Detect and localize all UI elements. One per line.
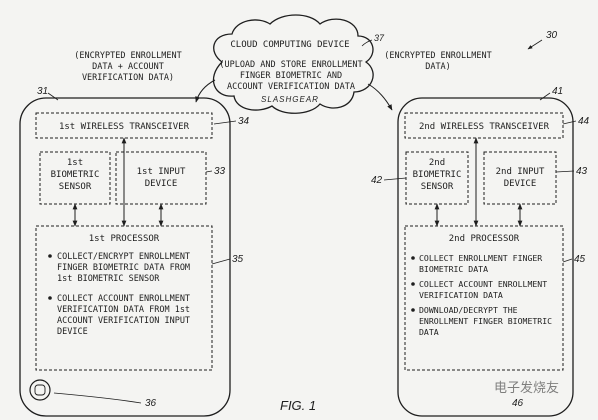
first-bullet-2-line-1: COLLECT ACCOUNT ENROLLMENT [57,294,190,304]
second-sensor-line-3: SENSOR [421,182,454,192]
second-bullet-3 [411,308,415,312]
second-sensor-line-1: 2nd [429,158,445,168]
first-sensor-line-3: SENSOR [59,182,92,192]
cloud-function-line-3: ACCOUNT VERIFICATION DATA [227,82,355,92]
first-device-leader [47,92,59,101]
right-flow-line-2: DATA) [425,62,451,72]
first-bullet-1-line-3: 1st BIOMETRIC SENSOR [57,274,160,284]
first-home-leader [53,392,142,404]
first-home-button [29,379,51,401]
first-input-line-2: DEVICE [145,179,178,189]
cloud-leader-line [361,39,373,47]
first-sensor-line-1: 1st [67,158,83,168]
second-bullet-3-line-3: DATA [419,327,439,337]
second-bullet-2 [411,282,415,286]
right-flow-label: (ENCRYPTED ENROLLMENT DATA) [384,51,491,72]
watermark-slashgear: SLASHGEAR [261,95,319,104]
left-flow-line-2: DATA + ACCOUNT [92,62,164,72]
second-device: 41 2nd WIRELESS TRANSCEIVER 44 2nd BIOME… [371,86,590,417]
first-sensor-line-2: BIOMETRIC [51,170,100,180]
second-processor-ref: 45 [574,254,586,265]
figure-label: FIG. 1 [280,398,316,413]
first-input-line-1: 1st INPUT [137,167,186,177]
second-transceiver-box [404,112,564,139]
second-device-outline [397,97,574,417]
cloud-function-line-1: (UPLOAD AND STORE ENROLLMENT [219,60,362,70]
first-bullet-2 [48,296,52,300]
system-ref-leader [527,39,543,50]
second-bullet-3-line-2: ENROLLMENT FINGER BIOMETRIC [419,316,552,326]
cloud-function-line-2: FINGER BIOMETRIC AND [240,71,342,81]
first-transceiver-box [35,112,213,139]
first-home-button-inner [34,384,46,396]
left-flow-line-1: (ENCRYPTED ENROLLMENT [74,51,181,61]
second-sensor-line-2: BIOMETRIC [413,170,462,180]
second-processor-leader [562,258,573,263]
second-input-leader [555,170,575,173]
second-bullet-3-line-1: DOWNLOAD/DECRYPT THE [419,305,518,315]
cloud-shape [212,14,374,114]
right-flow-line-1: (ENCRYPTED ENROLLMENT [384,51,491,61]
first-bullet-1 [48,254,52,258]
second-bullet-2-line-2: VERIFICATION DATA [419,290,503,300]
first-transceiver-leader [213,120,237,125]
watermark-cn: 电子发烧友 [494,380,559,395]
first-home-ref: 36 [145,398,157,409]
second-input-line-1: 2nd INPUT [496,167,545,177]
second-processor-title: 2nd PROCESSOR [449,234,520,244]
first-processor-title: 1st PROCESSOR [89,234,160,244]
first-transceiver-label: 1st WIRELESS TRANSCEIVER [59,122,190,132]
second-input-ref: 43 [576,166,588,177]
second-transceiver-ref: 44 [578,116,590,127]
second-input-box [483,151,557,205]
first-processor-leader [211,258,231,265]
first-device-ref: 31 [37,86,48,97]
second-transceiver-leader [562,120,577,125]
second-bullet-2-line-1: COLLECT ACCOUNT ENROLLMENT [419,279,547,289]
first-processor-ref: 35 [232,254,244,265]
upload-arrow [195,79,216,103]
first-processor-box [35,225,213,371]
first-bullet-1-line-2: FINGER BIOMETRIC DATA FROM [57,263,190,273]
second-device-leader [539,92,551,101]
second-home-ref: 46 [512,398,524,409]
first-input-ref: 33 [214,166,226,177]
cloud-title: CLOUD COMPUTING DEVICE [230,40,349,50]
second-transceiver-label: 2nd WIRELESS TRANSCEIVER [419,122,550,132]
first-bullet-2-line-2: VERIFICATION DATA FROM 1st [57,305,190,315]
second-sensor-ref: 42 [371,175,383,186]
first-bullet-2-line-3: ACCOUNT VERIFICATION INPUT [57,316,190,326]
second-device-ref: 41 [552,86,563,97]
first-input-box [115,151,207,205]
left-flow-line-3: VERIFICATION DATA) [82,73,174,83]
second-input-line-2: DEVICE [504,179,537,189]
first-bullet-1-line-1: COLLECT/ENCRYPT ENROLLMENT [57,252,190,262]
first-bullet-2-line-4: DEVICE [57,327,88,337]
system-ref-number: 30 [546,30,558,41]
first-input-leader [205,170,213,173]
second-bullet-1-line-2: BIOMETRIC DATA [419,264,488,274]
first-transceiver-ref: 34 [238,116,250,127]
first-device: 31 1st WIRELESS TRANSCEIVER 34 1st BIOME… [19,86,250,417]
second-processor-box [404,225,564,371]
left-flow-label: (ENCRYPTED ENROLLMENT DATA + ACCOUNT VER… [74,51,181,83]
first-device-outline [19,97,231,417]
cloud-computing-device: CLOUD COMPUTING DEVICE (UPLOAD AND STORE… [212,14,385,114]
second-bullet-1-line-1: COLLECT ENROLLMENT FINGER [419,253,542,263]
download-arrow [367,83,393,111]
cloud-ref-number: 37 [374,33,385,43]
second-sensor-leader [383,177,407,181]
second-bullet-1 [411,256,415,260]
